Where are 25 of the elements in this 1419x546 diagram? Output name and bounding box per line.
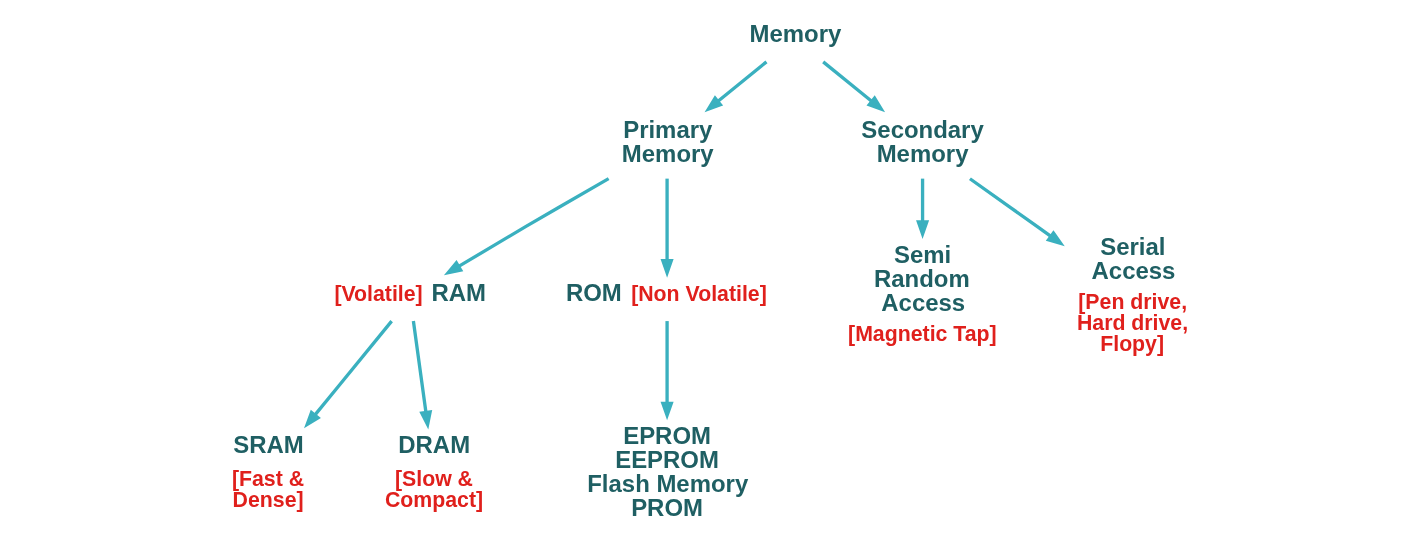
node-label: [Magnetic Tap] — [847, 321, 997, 346]
node-text: RAM — [431, 279, 486, 307]
node-text: Memory — [749, 20, 841, 47]
arrow — [660, 178, 674, 278]
arrow — [915, 178, 929, 239]
arrow — [704, 60, 768, 113]
node-text: ROM — [565, 279, 622, 307]
arrow — [443, 177, 609, 276]
node-label: [Slow & Compact] — [384, 466, 483, 512]
node-label: [Fast & Dense] — [231, 466, 304, 512]
node-text: Primary Memory — [621, 115, 714, 167]
node-text: Serial Access — [1091, 232, 1175, 284]
node-text: DRAM — [397, 431, 470, 459]
node-text: Semi Random Access — [873, 240, 970, 316]
arrow — [411, 320, 432, 430]
node-label: [Volatile] — [333, 281, 423, 306]
node-label: [Non Volatile] — [630, 281, 767, 306]
arrow — [968, 177, 1065, 247]
node-text: SRAM — [232, 431, 304, 459]
node-text: EPROM EEPROM Flash Memory PROM — [586, 421, 748, 521]
arrow — [821, 60, 885, 113]
arrow — [660, 321, 674, 421]
arrow — [303, 320, 393, 429]
node-text: Secondary Memory — [860, 115, 984, 167]
node-label: [Pen drive, Hard drive, Flopy] — [1076, 289, 1188, 357]
